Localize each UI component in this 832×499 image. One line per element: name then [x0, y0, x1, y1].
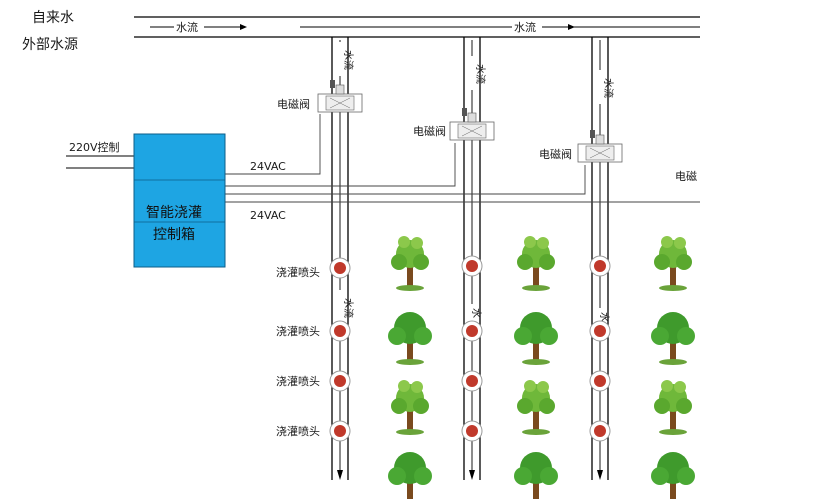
voltage-label-1: 24VAC	[250, 160, 286, 173]
sprinkler-label-4: 浇灌喷头	[276, 425, 320, 438]
solenoid-valve-2	[449, 108, 495, 141]
main-pipe: 水流 水流	[134, 16, 700, 38]
main-flow-label-1: 水流	[176, 20, 198, 34]
control-wires	[225, 114, 700, 203]
irrigation-controller-box: 智能浇灌 控制箱	[133, 133, 226, 268]
sprinkler-label-2: 浇灌喷头	[276, 325, 320, 338]
tree-icon	[391, 236, 429, 291]
tree-icon	[388, 312, 432, 365]
sprinkler-head	[461, 420, 483, 442]
sprinkler-head	[589, 255, 611, 277]
sprinkler-head	[329, 257, 351, 279]
tree-icon	[514, 452, 558, 499]
tree-icon	[388, 452, 432, 499]
tree-icon	[514, 312, 558, 365]
tree-icon	[391, 380, 429, 435]
sprinkler-label-1: 浇灌喷头	[276, 266, 320, 279]
sprinkler-head	[589, 320, 611, 342]
tree-icon	[654, 380, 692, 435]
branch-3-flow-label-lower: 水	[598, 312, 610, 322]
branch-1-flow-label: 水流	[342, 50, 355, 70]
source-label-tap-water: 自来水	[32, 10, 74, 26]
solenoid-valve-3	[577, 130, 623, 163]
controller-label-line2: 控制箱	[153, 227, 195, 243]
valve-label-1: 电磁阀	[277, 97, 310, 111]
sprinkler-head	[589, 420, 611, 442]
branch-2-flow-label-lower: 水	[470, 308, 482, 318]
sprinkler-head	[461, 255, 483, 277]
tree-icon	[654, 236, 692, 291]
valve-label-2: 电磁阀	[413, 124, 446, 138]
power-input-lines	[66, 155, 134, 169]
sprinkler-head	[329, 370, 351, 392]
solenoid-valve-1	[317, 80, 363, 113]
branch-1-flow-label-lower: 水流	[342, 298, 355, 318]
sprinkler-head	[461, 320, 483, 342]
sprinkler-head	[329, 420, 351, 442]
valve-label-3: 电磁阀	[539, 147, 572, 161]
source-label-external-water: 外部水源	[22, 37, 78, 53]
main-flow-label-2: 水流	[514, 20, 536, 34]
tree-icon	[517, 380, 555, 435]
branch-2-flow-label: 水流	[474, 64, 487, 84]
sprinkler-label-3: 浇灌喷头	[276, 375, 320, 388]
tree-icon	[651, 452, 695, 499]
sprinkler-head	[589, 370, 611, 392]
power-label: 220V控制	[69, 140, 120, 154]
sprinkler-head	[461, 370, 483, 392]
sprinkler-head	[329, 320, 351, 342]
controller-label-line1: 智能浇灌	[146, 205, 202, 221]
tree-icon	[517, 236, 555, 291]
valve-label-4-cut: 电磁	[675, 170, 697, 183]
voltage-label-2: 24VAC	[250, 209, 286, 222]
branch-3-flow-label: 水流	[602, 78, 615, 98]
tree-icon	[651, 312, 695, 365]
